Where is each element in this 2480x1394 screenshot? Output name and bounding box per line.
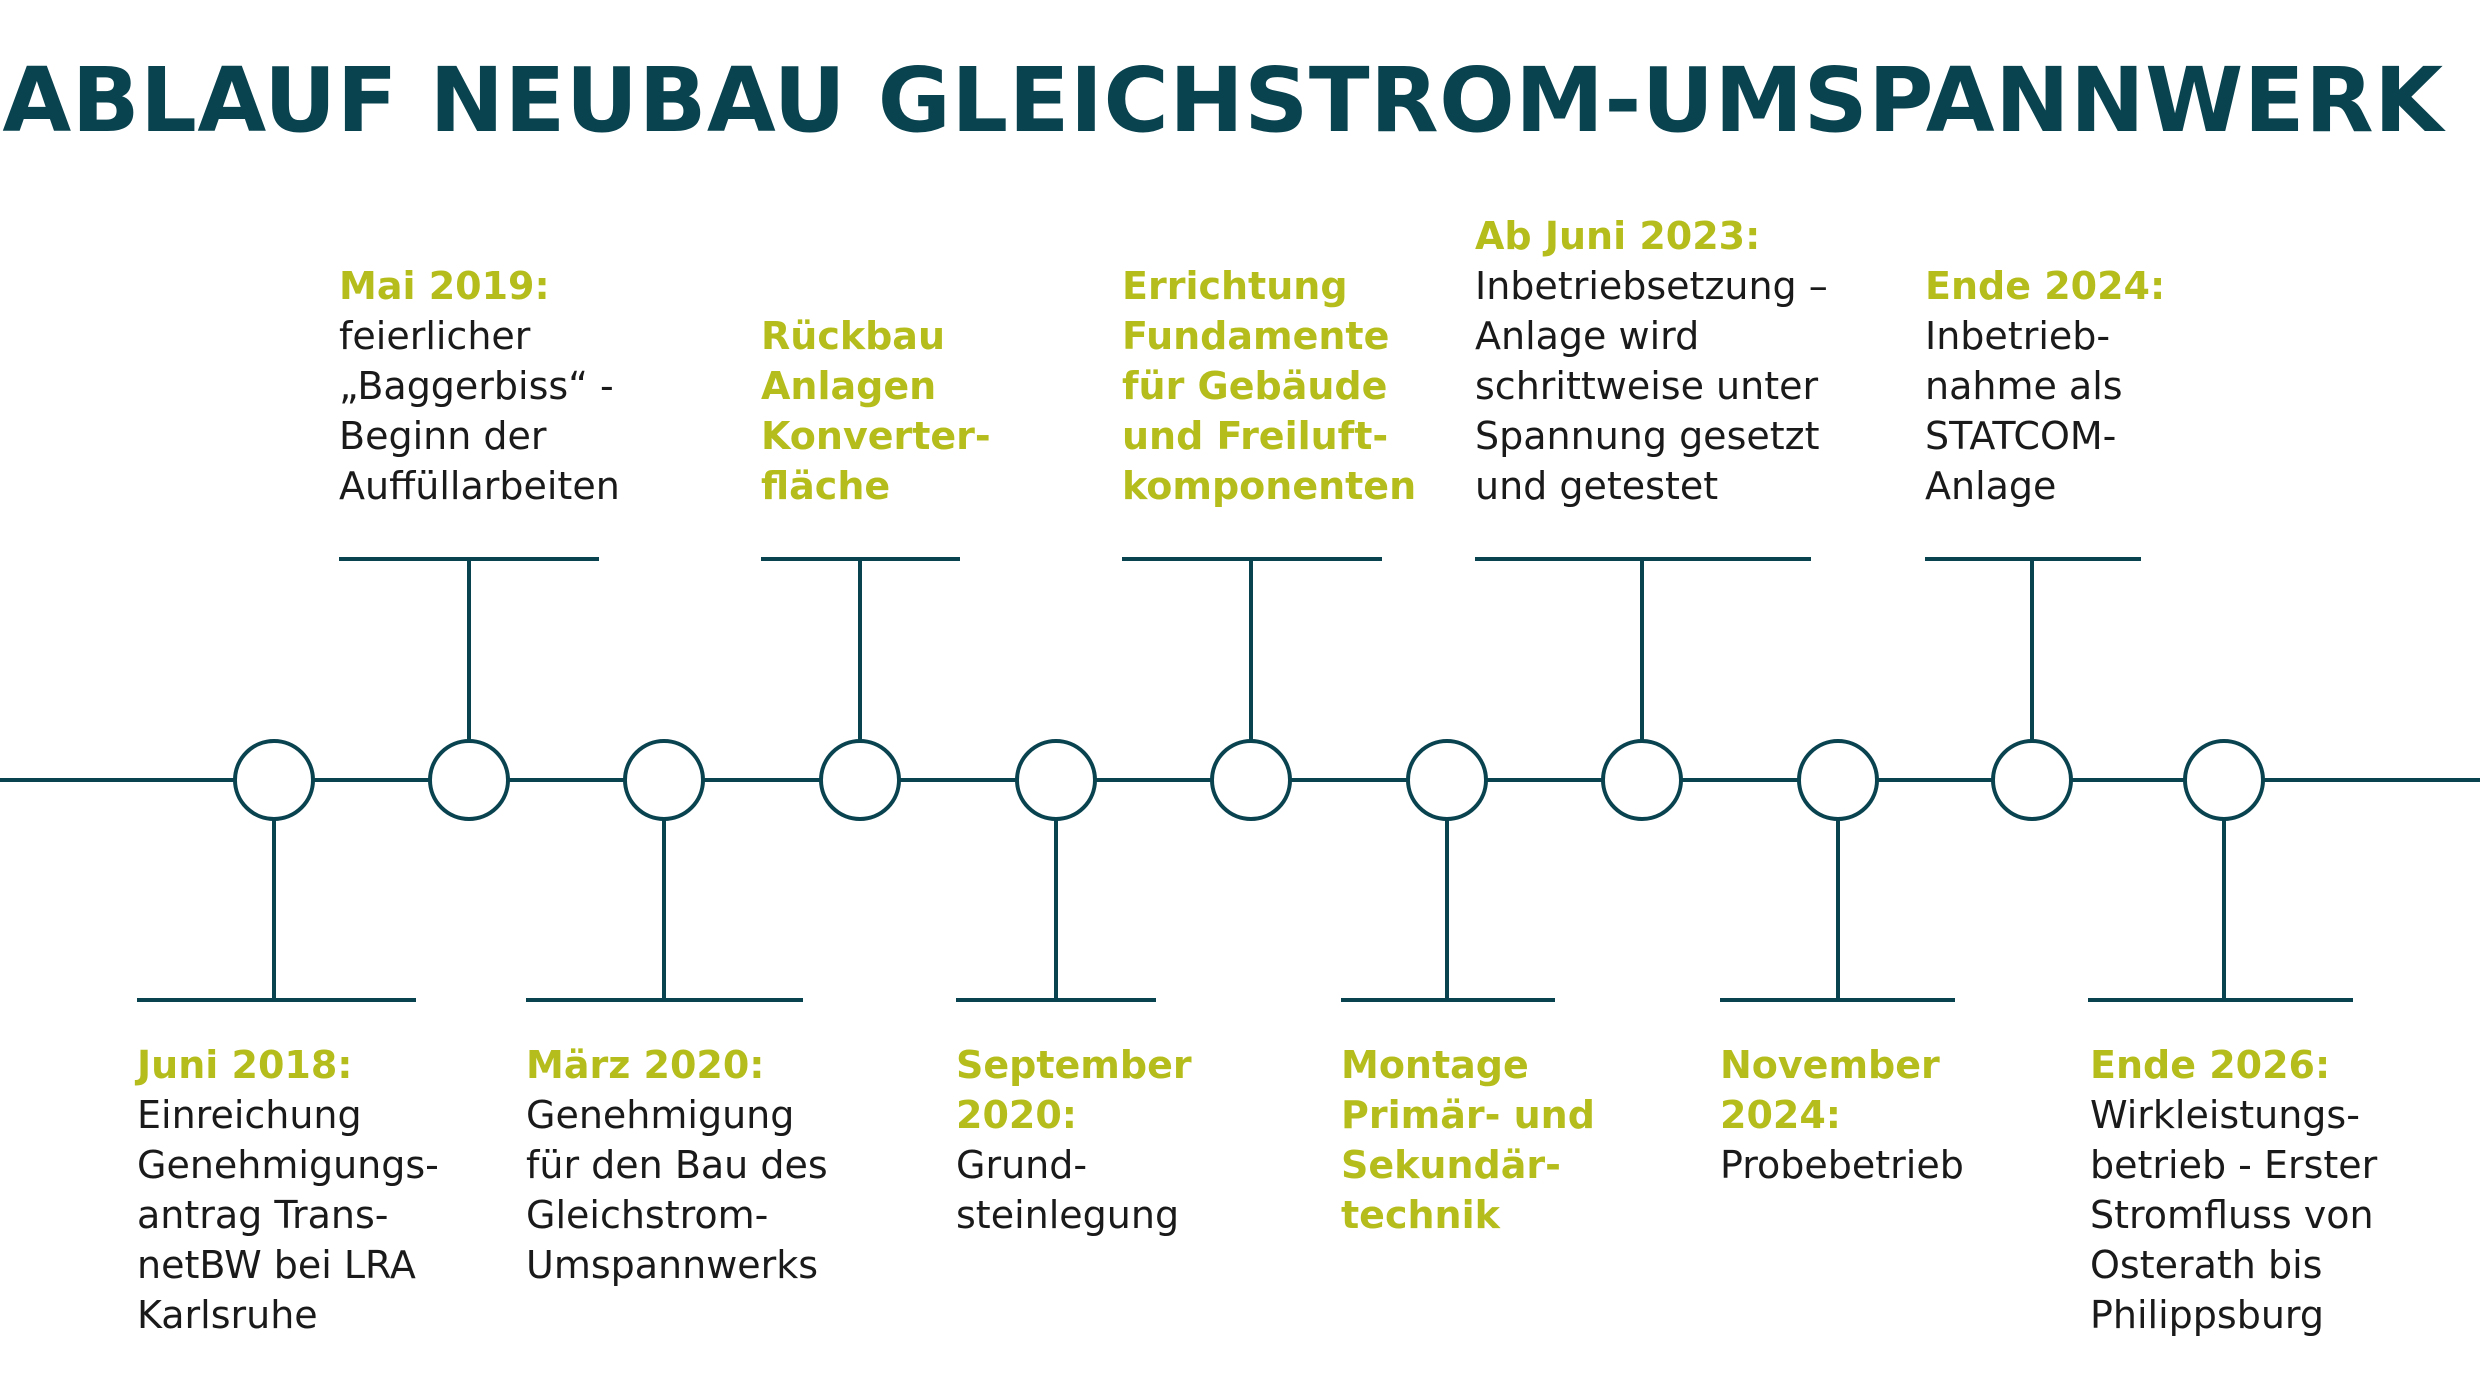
milestone-date: Ende 2024: xyxy=(1925,264,2166,308)
milestone-description: Einreichung xyxy=(137,1093,362,1137)
milestone-description: Anlage wird xyxy=(1475,314,1700,358)
milestone-date: Ende 2026: xyxy=(2090,1043,2331,1087)
milestone-description: feierlicher xyxy=(339,314,531,358)
milestone-label: Ende 2026: Wirkleistungs-betrieb - Erster… xyxy=(2090,1040,2377,1340)
milestone-date: Fundamente xyxy=(1122,314,1390,358)
milestone-description: antrag Trans- xyxy=(137,1193,389,1237)
milestone-description: schrittweise unter xyxy=(1475,364,1819,408)
milestone-description: Osterath bis xyxy=(2090,1243,2323,1287)
milestone-date: Juni 2018: xyxy=(137,1043,353,1087)
milestone-date: Primär- und xyxy=(1341,1093,1595,1137)
milestone-date: Mai 2019: xyxy=(339,264,550,308)
milestone-date: komponenten xyxy=(1122,464,1417,508)
milestone-date: Konverter- xyxy=(761,414,991,458)
milestone-description: und getestet xyxy=(1475,464,1719,508)
milestone-node xyxy=(233,739,315,821)
milestone-description: Probebetrieb xyxy=(1720,1143,1964,1187)
milestone-node xyxy=(819,739,901,821)
milestone-date: Montage xyxy=(1341,1043,1529,1087)
milestone-label: November 2024: Probebetrieb xyxy=(1720,1040,1964,1190)
milestone-node xyxy=(1210,739,1292,821)
milestone-description: nahme als xyxy=(1925,364,2123,408)
milestone-description: Genehmigungs- xyxy=(137,1143,439,1187)
milestone-date: Anlagen xyxy=(761,364,937,408)
milestone-date: fläche xyxy=(761,464,891,508)
milestone-description: Gleichstrom- xyxy=(526,1193,769,1237)
milestone-node xyxy=(1991,739,2073,821)
milestone-description: steinlegung xyxy=(956,1193,1180,1237)
milestone-description: „Baggerbiss“ - xyxy=(339,364,614,408)
milestone-date: Rückbau xyxy=(761,314,946,358)
milestone-description: STATCOM- xyxy=(1925,414,2117,458)
milestone-description: Anlage xyxy=(1925,464,2057,508)
milestone-date: 2024: xyxy=(1720,1093,1841,1137)
milestone-date: März 2020: xyxy=(526,1043,765,1087)
milestone-node xyxy=(1015,739,1097,821)
page-title: ABLAUF NEUBAU GLEICHSTROM-UMSPANNWERK xyxy=(2,48,2444,152)
milestone-description: Spannung gesetzt xyxy=(1475,414,1820,458)
milestone-date: und Freiluft- xyxy=(1122,414,1389,458)
milestone-description: Philippsburg xyxy=(2090,1293,2324,1337)
milestone-date: September xyxy=(956,1043,1192,1087)
milestone-description: Genehmigung xyxy=(526,1093,795,1137)
milestone-date: Errichtung xyxy=(1122,264,1348,308)
milestone-label: Mai 2019: feierlicher „Baggerbiss“ - Beginn… xyxy=(339,261,620,511)
milestone-node xyxy=(1406,739,1488,821)
milestone-label: Ab Juni 2023: Inbetriebsetzung – Anlage wi… xyxy=(1475,211,1828,511)
milestone-description: für den Bau des xyxy=(526,1143,828,1187)
milestone-date: Sekundär- xyxy=(1341,1143,1561,1187)
milestone-description: Grund- xyxy=(956,1143,1088,1187)
milestone-date: für Gebäude xyxy=(1122,364,1388,408)
milestone-node xyxy=(2183,739,2265,821)
milestone-description: Stromfluss von xyxy=(2090,1193,2374,1237)
milestone-description: Karlsruhe xyxy=(137,1293,318,1337)
milestone-description: betrieb - Erster xyxy=(2090,1143,2378,1187)
milestone-description: Auffüllarbeiten xyxy=(339,464,620,508)
milestone-description: Inbetriebsetzung – xyxy=(1475,264,1828,308)
milestone-date: technik xyxy=(1341,1193,1500,1237)
milestone-node xyxy=(623,739,705,821)
milestone-description: Wirkleistungs- xyxy=(2090,1093,2360,1137)
milestone-date: November xyxy=(1720,1043,1940,1087)
milestone-node xyxy=(1601,739,1683,821)
milestone-node xyxy=(1797,739,1879,821)
milestone-date: Ab Juni 2023: xyxy=(1475,214,1761,258)
milestone-description: Umspannwerks xyxy=(526,1243,819,1287)
milestone-description: Beginn der xyxy=(339,414,547,458)
milestone-description: Inbetrieb- xyxy=(1925,314,2111,358)
milestone-date: 2020: xyxy=(956,1093,1077,1137)
milestone-label: September 2020: Grund-steinlegung xyxy=(956,1040,1192,1240)
milestone-node xyxy=(428,739,510,821)
milestone-description: netBW bei LRA xyxy=(137,1243,416,1287)
